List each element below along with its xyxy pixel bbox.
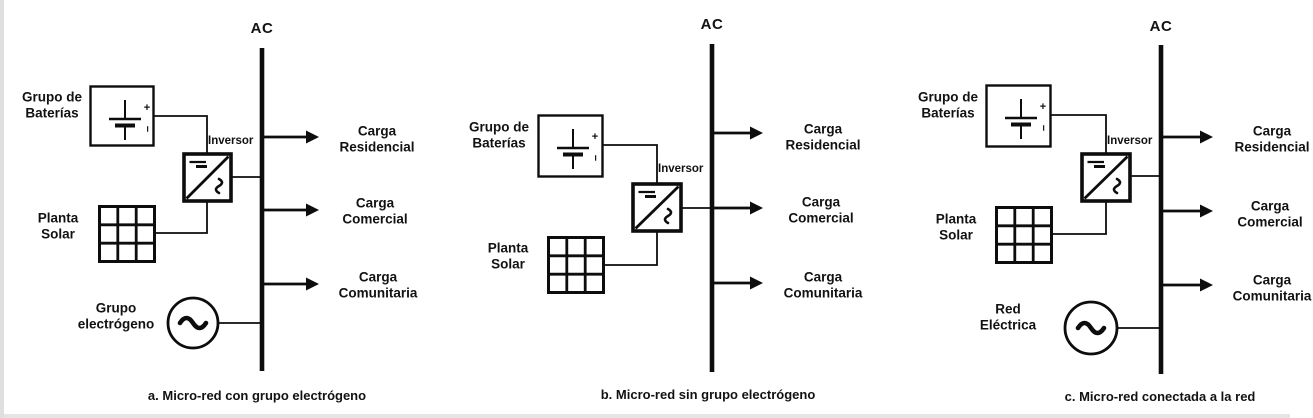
inverter-label: Inversor <box>658 162 704 175</box>
load-arrow-residential <box>714 126 763 140</box>
battery-plus-sign: + <box>592 131 598 143</box>
page-edge-left <box>0 0 4 418</box>
ac-sine-icon <box>663 207 673 225</box>
inverter-label: Inversor <box>208 134 254 147</box>
solar-panel-icon <box>98 205 156 263</box>
sine-wave-icon <box>1075 320 1107 336</box>
ac-bus-label: AC <box>1149 17 1173 35</box>
battery-icon: + − <box>985 84 1052 148</box>
battery-icon: + − <box>89 85 155 147</box>
wire-battery-to-inverter <box>153 115 208 154</box>
solar-label: Planta Solar <box>37 210 79 242</box>
battery-label: Grupo de Baterías <box>469 119 529 151</box>
load-arrow-commercial <box>1163 204 1213 218</box>
load-arrow-commercial <box>264 203 319 217</box>
battery-plus-sign: + <box>1040 101 1046 113</box>
wire-battery-to-inverter <box>602 144 658 184</box>
load-arrow-community <box>714 276 763 290</box>
grid-source-label: Red Eléctrica <box>979 301 1037 333</box>
load-label-residential: Carga Residencial <box>785 121 861 153</box>
generator-icon <box>166 296 220 350</box>
page-edge-bottom <box>4 414 1290 418</box>
ac-sine-icon <box>1112 177 1122 195</box>
load-label-commercial: Carga Comercial <box>342 195 408 227</box>
grid-source-icon <box>1063 300 1119 356</box>
solar-label: Planta Solar <box>935 211 977 243</box>
panel-c-diagram: + − <box>985 45 1213 374</box>
load-arrow-residential <box>1163 130 1213 144</box>
load-arrow-commercial <box>714 201 763 215</box>
sine-wave-icon <box>177 315 209 331</box>
solar-label: Planta Solar <box>487 240 529 272</box>
battery-minus-sign: − <box>141 126 153 132</box>
load-label-community: Carga Comunitaria <box>783 269 863 301</box>
wire-solar-to-inverter <box>1051 201 1107 235</box>
load-arrow-community <box>264 277 319 291</box>
generator-label: Grupo electrógeno <box>77 300 155 332</box>
panel-a-diagram: + − <box>89 48 319 371</box>
load-arrow-residential <box>264 130 319 144</box>
solar-panel-icon <box>995 206 1053 264</box>
inverter-icon <box>182 152 233 203</box>
battery-minus-sign: − <box>1037 125 1049 131</box>
battery-minus-sign: − <box>589 155 601 161</box>
wire-solar-to-inverter <box>603 231 658 266</box>
wire-solar-to-inverter <box>155 201 208 234</box>
load-arrow-community <box>1163 278 1213 292</box>
ac-bus-label: AC <box>700 15 724 33</box>
load-label-residential: Carga Residencial <box>1234 123 1310 155</box>
inverter-icon <box>1080 152 1132 203</box>
load-label-community: Carga Comunitaria <box>338 269 418 301</box>
load-label-commercial: Carga Comercial <box>788 194 854 226</box>
load-label-commercial: Carga Comercial <box>1237 198 1303 230</box>
panel-b-diagram: + − <box>537 44 763 372</box>
load-label-community: Carga Comunitaria <box>1232 272 1312 304</box>
wire-battery-to-inverter <box>1050 114 1107 154</box>
battery-plus-sign: + <box>144 102 150 114</box>
ac-sine-icon <box>214 177 224 195</box>
battery-label: Grupo de Baterías <box>22 89 82 121</box>
inverter-label: Inversor <box>1107 134 1153 147</box>
battery-label: Grupo de Baterías <box>918 89 978 121</box>
inverter-icon <box>631 182 683 233</box>
panel-c-caption: c. Micro-red conectada a la red <box>1064 389 1256 405</box>
panel-b-caption: b. Micro-red sin grupo electrógeno <box>600 387 816 403</box>
battery-icon: + − <box>537 114 604 178</box>
panel-a-caption: a. Micro-red con grupo electrógeno <box>147 388 367 404</box>
ac-bus-label: AC <box>250 19 274 37</box>
load-label-residential: Carga Residencial <box>339 123 415 155</box>
solar-panel-icon <box>547 236 605 294</box>
